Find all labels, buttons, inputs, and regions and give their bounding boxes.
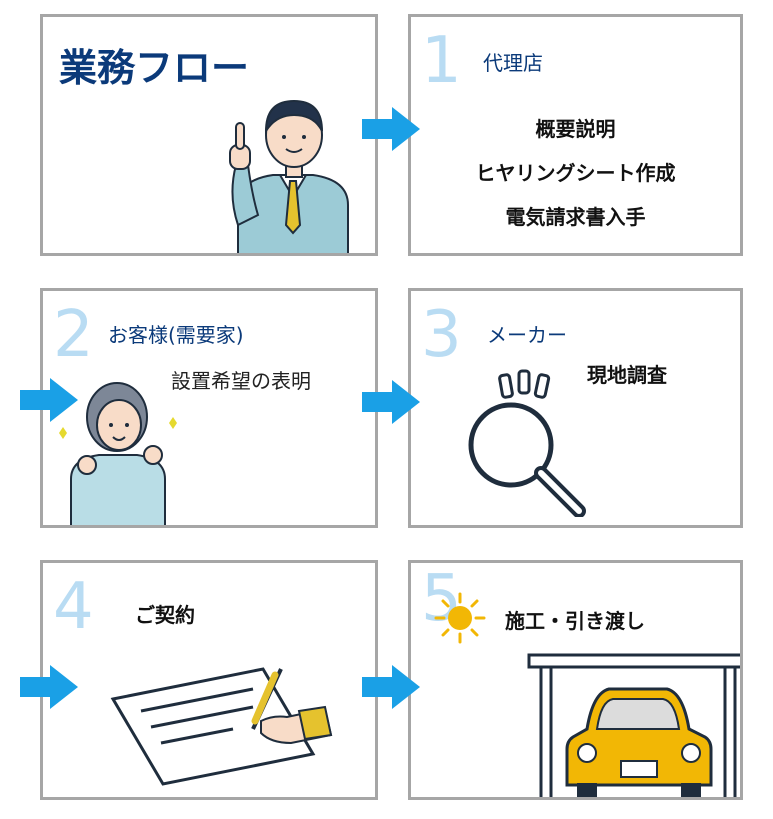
- step-2-line-1: 設置希望の表明: [171, 369, 311, 393]
- arrow-5: [362, 665, 420, 709]
- arrow-3: [362, 380, 420, 424]
- step-1-line-1: 概要説明: [535, 117, 616, 141]
- sun-icon: [433, 591, 487, 645]
- step-2-label: お客様(需要家): [108, 323, 244, 347]
- arrow-1: [362, 107, 420, 151]
- woman-cheering-icon: [55, 367, 195, 525]
- signing-contract-icon: [103, 659, 333, 789]
- businessman-pointing-icon: [218, 85, 368, 253]
- car-in-garage-icon: [527, 649, 740, 797]
- magnifier-icon: [461, 367, 601, 517]
- step-1-line-2: ヒヤリングシート作成: [475, 161, 676, 185]
- title-box: 業務フロー: [40, 14, 378, 256]
- step-1-line-3: 電気請求書入手: [505, 205, 646, 229]
- step-3-box: 3 メーカー 現地調査: [408, 288, 743, 528]
- step-3-label: メーカー: [487, 323, 567, 347]
- step-4-box: 4 ご契約: [40, 560, 378, 800]
- step-2-box: 2 お客様(需要家) 設置希望の表明: [40, 288, 378, 528]
- arrow-4-in: [20, 665, 78, 709]
- page-title: 業務フロー: [59, 46, 250, 90]
- step-5-box: 5 施工・引き渡し: [408, 560, 743, 800]
- step-4-label: ご契約: [135, 603, 195, 627]
- step-1-label: 代理店: [483, 51, 543, 75]
- step-5-label: 施工・引き渡し: [505, 609, 645, 633]
- step-2-number: 2: [53, 298, 94, 372]
- step-1-box: 1 代理店 概要説明 ヒヤリングシート作成 電気請求書入手: [408, 14, 743, 256]
- step-4-number: 4: [53, 570, 94, 644]
- step-1-number: 1: [421, 24, 462, 98]
- step-3-line-1: 現地調査: [587, 363, 667, 387]
- step-3-number: 3: [421, 298, 462, 372]
- arrow-2-in: [20, 378, 78, 422]
